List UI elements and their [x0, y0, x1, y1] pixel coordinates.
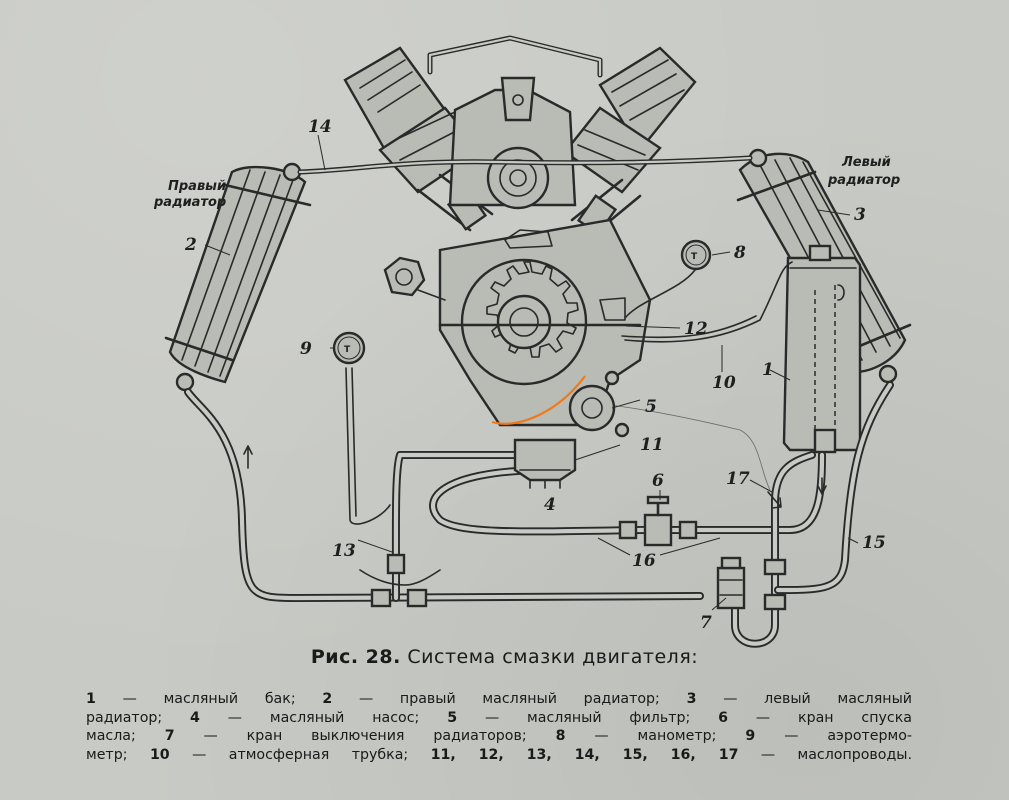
- aerothermometer-letter: T: [344, 345, 351, 355]
- callout-5: 5: [645, 397, 657, 417]
- right-cylinder-bank: [563, 46, 697, 236]
- callout-leaders: [204, 134, 859, 611]
- legend-item-text: радиатор;: [86, 709, 191, 726]
- legend-item-text: — правый масляный радиатор;: [332, 691, 687, 707]
- legend-line: 1 — масляный бак; 2 — правый масляный ра…: [86, 690, 912, 709]
- right-radiator: [164, 162, 312, 392]
- legend-item-number: 2: [322, 691, 333, 707]
- callout-11: 11: [640, 435, 664, 455]
- right-radiator-label-line1: Правый: [168, 179, 226, 194]
- legend-item-number: 5: [447, 709, 458, 726]
- legend-item-number: 8: [555, 728, 566, 744]
- callout-4: 4: [544, 495, 556, 515]
- flow-arrows: [243, 445, 827, 586]
- legend-item-text: — масляный насос;: [199, 709, 448, 726]
- legend-item-text: — аэротермо-: [755, 728, 913, 744]
- pressure-gauge-letter: T: [691, 252, 698, 262]
- callout-8: 8: [733, 243, 746, 263]
- legend-item-text: — атмосферная трубка;: [169, 746, 431, 763]
- legend-item-number: 10: [149, 746, 170, 763]
- legend-item-number: 7: [164, 728, 175, 744]
- oil-tank: [782, 244, 862, 454]
- legend-item-text: метр;: [86, 746, 150, 763]
- callout-17: 17: [726, 469, 750, 489]
- legend-item-text: — маслопроводы.: [738, 746, 912, 763]
- legend-item-text: — кран спуска: [728, 709, 912, 726]
- left-radiator-label-line2: радиатор: [827, 173, 900, 188]
- callout-10: 10: [712, 373, 736, 393]
- callout-3: 3: [854, 205, 866, 225]
- oil-pump: [513, 438, 577, 489]
- callout-numbers: 1 2 3 4 5 6 7 8 9 10 11 12 13 14 15 16 1…: [184, 117, 886, 633]
- oil-drain-valve: [643, 495, 673, 547]
- engine-center-housing: [448, 76, 577, 210]
- legend-line: метр; 10 — атмосферная трубка; 11, 12, 1…: [86, 746, 912, 765]
- pipe-fittings: [370, 520, 787, 611]
- radiator-shutoff-valve: [716, 556, 746, 610]
- aerothermometer: T: [332, 331, 366, 365]
- left-radiator-label-line1: Левый: [841, 155, 891, 170]
- legend-item-text: — манометр;: [565, 728, 746, 744]
- engine: [343, 46, 697, 427]
- figure-title: Система смазки двигателя:: [407, 646, 699, 668]
- radiator-labels: Правый радиатор Левый радиатор: [153, 155, 900, 210]
- callout-9: 9: [300, 339, 312, 359]
- callout-13: 13: [332, 541, 356, 561]
- callout-7: 7: [700, 613, 712, 633]
- legend-item-text: — левый масляный: [696, 691, 912, 707]
- callout-6: 6: [652, 471, 664, 491]
- legend-item-number: 3: [686, 691, 697, 707]
- legend-item-number: 9: [745, 728, 756, 744]
- lubrication-system-diagram: T T 1 2 3 4 5 6: [153, 35, 912, 648]
- legend-item-number: 4: [190, 709, 200, 726]
- right-radiator-label-line2: радиатор: [153, 195, 226, 210]
- legend-item-number: 11, 12, 13, 14, 15, 16, 17: [430, 746, 739, 763]
- legend-item-text: — масляный бак;: [95, 691, 323, 707]
- callout-2: 2: [184, 235, 197, 255]
- callout-1: 1: [762, 360, 774, 380]
- legend-line: радиатор; 4 — масляный насос; 5 — маслян…: [86, 709, 912, 728]
- pressure-gauge: T: [680, 239, 712, 271]
- figure-caption-title: Рис. 28. Система смазки двигателя:: [0, 646, 1009, 668]
- legend-line: масла; 7 — кран выключения радиаторов; 8…: [86, 727, 912, 746]
- callout-16: 16: [632, 551, 656, 571]
- callout-14: 14: [308, 117, 332, 137]
- figure-number: Рис. 28.: [310, 646, 401, 668]
- legend-item-text: — масляный фильтр;: [457, 709, 719, 726]
- figure-legend: 1 — масляный бак; 2 — правый масляный ра…: [86, 690, 912, 764]
- callout-15: 15: [862, 533, 886, 553]
- legend-item-text: — кран выключения радиаторов;: [174, 728, 556, 744]
- oil-filter: [568, 297, 630, 438]
- legend-item-number: 6: [718, 709, 729, 726]
- legend-item-number: 1: [86, 691, 96, 707]
- callout-12: 12: [684, 319, 708, 339]
- legend-item-text: масла;: [86, 728, 165, 744]
